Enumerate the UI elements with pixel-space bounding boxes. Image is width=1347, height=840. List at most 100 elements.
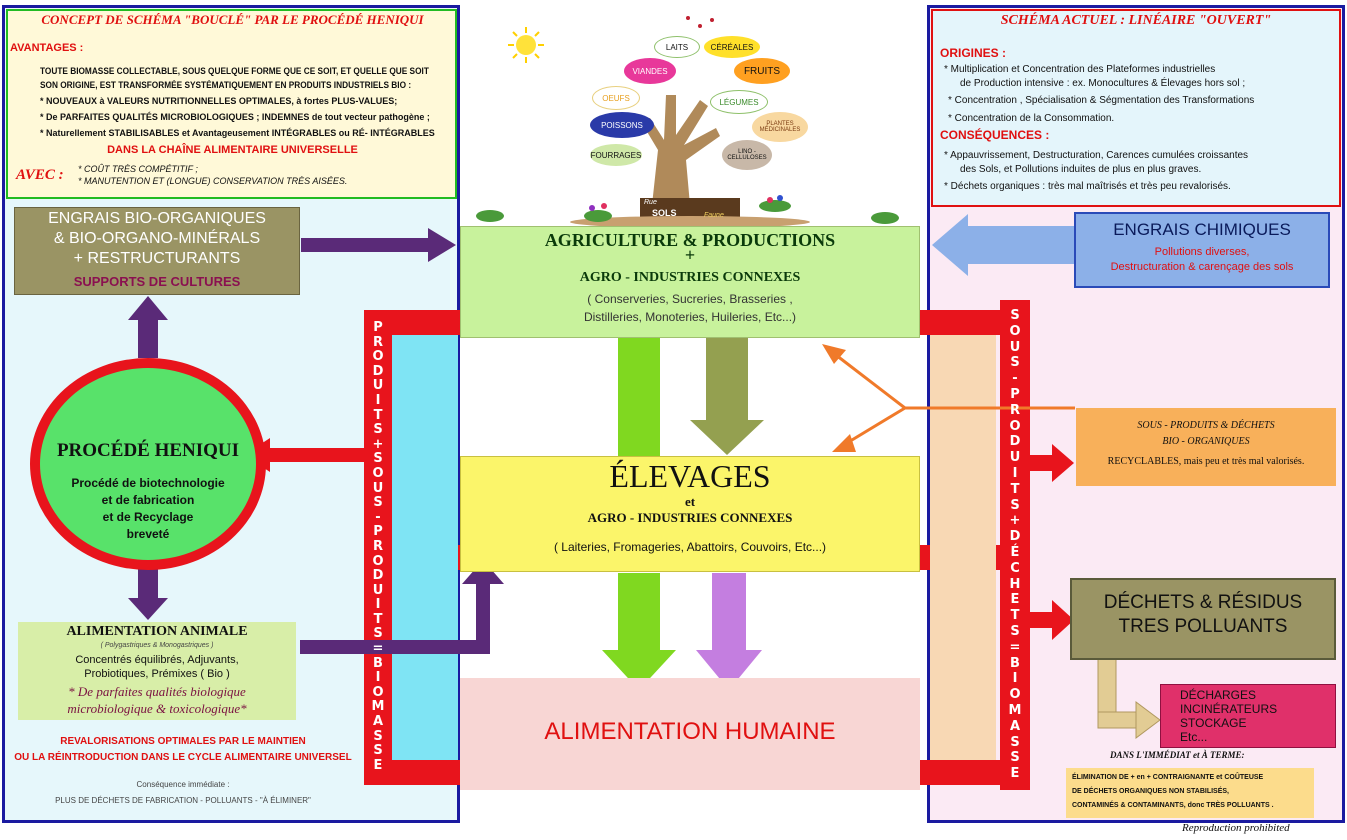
agriculture-title: AGRICULTURE & PRODUCTIONS	[544, 230, 836, 250]
left-vertical-letter: S	[373, 743, 383, 759]
sous-produits-line3: RECYCLABLES, mais peu et très mal valori…	[1107, 456, 1305, 467]
elimination-line2: DE DÉCHETS ORGANIQUES NON STABILISÉS,	[1072, 788, 1229, 795]
right-vertical-letter: C	[1010, 560, 1020, 576]
left-vertical-letter: U	[372, 378, 384, 394]
revalorisations-consequence: Conséquence immédiate :	[136, 780, 230, 789]
arrow-to-decharges	[1097, 639, 1161, 739]
leaf-cereales: CÉRÉALES	[704, 36, 760, 58]
right-vertical-letter: E	[1010, 766, 1020, 782]
leaf-poissons: POISSONS	[590, 112, 654, 138]
left-vertical-letter: -	[375, 509, 381, 525]
arrow-engrais-to-agriculture	[301, 228, 456, 262]
left-info-box	[6, 9, 457, 199]
elevages-et: et	[684, 494, 696, 509]
origines-label: ORIGINES :	[940, 46, 1007, 60]
sous-produits-box	[1076, 408, 1336, 486]
elevages-subtitle: AGRO - INDUSTRIES CONNEXES	[587, 510, 793, 525]
leaf-fourrages: FOURRAGES	[590, 144, 642, 166]
right-vertical-letter: -	[1012, 371, 1018, 387]
engrais-bio-line4: SUPPORTS DE CULTURES	[73, 274, 241, 289]
left-bullet1: * NOUVEAUX à VALEURS NUTRITIONNELLES OPT…	[40, 96, 398, 106]
engrais-bio-line1: ENGRAIS BIO-ORGANIQUES	[48, 210, 266, 227]
elevages-line1: ( Laiteries, Fromageries, Abattoirs, Cou…	[553, 540, 827, 554]
procede-line1: Procédé de biotechnologie	[71, 476, 225, 490]
cons-line2: * Déchets organiques : très mal maîtrisé…	[944, 181, 1231, 192]
elevages-title: ÉLEVAGES	[609, 458, 771, 494]
left-vertical-letter: =	[372, 641, 384, 657]
arrow-circle-up	[128, 296, 168, 358]
trunk-label-3: Faune	[704, 212, 724, 219]
agriculture-line2: Distilleries, Monoteries, Huileries, Etc…	[583, 310, 797, 324]
left-vertical-letter: R	[372, 334, 383, 350]
right-vertical-letter: H	[1009, 576, 1021, 592]
right-vertical-letter: O	[1009, 323, 1021, 339]
left-bullet3: * Naturellement STABILISABLES et Avantag…	[40, 128, 435, 138]
right-vertical-letter: S	[1010, 623, 1020, 639]
birds-icon	[686, 16, 714, 28]
left-intro-line2: SON ORIGINE, EST TRANSFORMÉE SYSTÉMATIQU…	[40, 80, 412, 90]
footer-text: Reproduction prohibited	[1182, 822, 1290, 834]
animale-line4: microbiologique & toxicologique*	[67, 701, 247, 716]
left-vertical-letter: O	[372, 349, 384, 365]
leaf-viandes: VIANDES	[624, 58, 676, 84]
right-vertical-letter: O	[1009, 418, 1021, 434]
leaf-legumes: LÉGUMES	[710, 90, 768, 114]
right-info-box	[931, 9, 1341, 207]
left-vertical-letter: A	[372, 714, 384, 730]
orange-arrowhead-up	[822, 344, 846, 364]
left-vertical-letter: D	[372, 363, 384, 379]
left-bullet2: * De PARFAITES QUALITÉS MICROBIOLOGIQUES…	[40, 112, 430, 122]
procede-title: PROCÉDÉ HENIQUI	[56, 440, 240, 461]
dechets-residus-line1: DÉCHETS & RÉSIDUS	[1103, 592, 1303, 613]
left-vertical-letter: U	[372, 582, 384, 598]
agriculture-subtitle: AGRO - INDUSTRIES CONNEXES	[579, 270, 801, 285]
dans-immediat-text: DANS L'IMMÉDIAT et À TERME:	[1110, 750, 1245, 760]
sous-produits-line1: SOUS - PRODUITS & DÉCHETS	[1137, 420, 1275, 431]
right-vertical-letter: S	[1010, 355, 1020, 371]
right-vertical-letter: E	[1010, 592, 1020, 608]
left-vertical-letter: +	[372, 436, 384, 452]
orig-line3: * Concentration de la Consommation.	[948, 113, 1115, 124]
grass-decor-icon	[476, 195, 899, 224]
elimination-line3: CONTAMINÉS & CONTAMINANTS, donc TRÈS POL…	[1072, 802, 1274, 809]
left-loop-bar	[364, 310, 460, 785]
left-vertical-letter: S	[373, 495, 383, 511]
dechets-residus-line2: TRES POLLUANTS	[1118, 616, 1288, 637]
leaf-fruits: FRUITS	[734, 58, 790, 84]
right-vertical-letter: O	[1009, 687, 1021, 703]
cons-line1a: * Appauvrissement, Destructuration, Care…	[944, 150, 1249, 161]
down-arrow-green-2	[602, 573, 676, 690]
avec-line1: * COÛT TRÈS COMPÉTITIF ;	[78, 164, 198, 174]
left-vertical-letter: T	[373, 611, 383, 627]
arrow-circle-down	[128, 568, 168, 620]
elevages-box	[460, 456, 920, 572]
down-arrow-olive	[690, 338, 764, 455]
left-vertical-letter: I	[375, 392, 381, 408]
animale-line1: Concentrés équilibrés, Adjuvants,	[75, 654, 239, 666]
leaf-plantes: PLANTES MÉDICINALES	[752, 112, 808, 142]
left-vertical-letter: S	[373, 451, 383, 467]
arrow-to-sous-produits	[1030, 444, 1074, 482]
right-vertical-letter: I	[1012, 671, 1018, 687]
procede-line3: et de Recyclage	[102, 510, 194, 524]
orig-line2: * Concentration , Spécialisation & Ségme…	[948, 95, 1255, 106]
left-panel-title: CONCEPT DE SCHÉMA "BOUCLÉ" PAR LE PROCÉD…	[41, 12, 424, 27]
left-vertical-letter: U	[372, 480, 384, 496]
animale-title: ALIMENTATION ANIMALE	[66, 624, 248, 639]
sun-icon	[508, 27, 544, 63]
engrais-bio-line3: + RESTRUCTURANTS	[73, 250, 241, 267]
right-vertical-letter: S	[1010, 750, 1020, 766]
arrow-animale-to-elevages	[300, 560, 504, 654]
agriculture-box	[460, 226, 920, 338]
left-intro-line1: TOUTE BIOMASSE COLLECTABLE, SOUS QUELQUE…	[40, 66, 429, 76]
left-vertical-letter: M	[371, 699, 385, 715]
left-vertical-letter: S	[373, 626, 383, 642]
leaf-oeufs: OEUFS	[592, 86, 640, 110]
right-vertical-letter: =	[1009, 639, 1021, 655]
left-vertical-letter: I	[375, 670, 381, 686]
elimination-box	[1066, 768, 1314, 818]
right-vertical-letter: U	[1009, 450, 1021, 466]
arrow-engrais-chimiques	[932, 214, 1076, 276]
avec-line2: * MANUTENTION ET (LONGUE) CONSERVATION T…	[78, 176, 348, 186]
right-vertical-letter: S	[1010, 734, 1020, 750]
